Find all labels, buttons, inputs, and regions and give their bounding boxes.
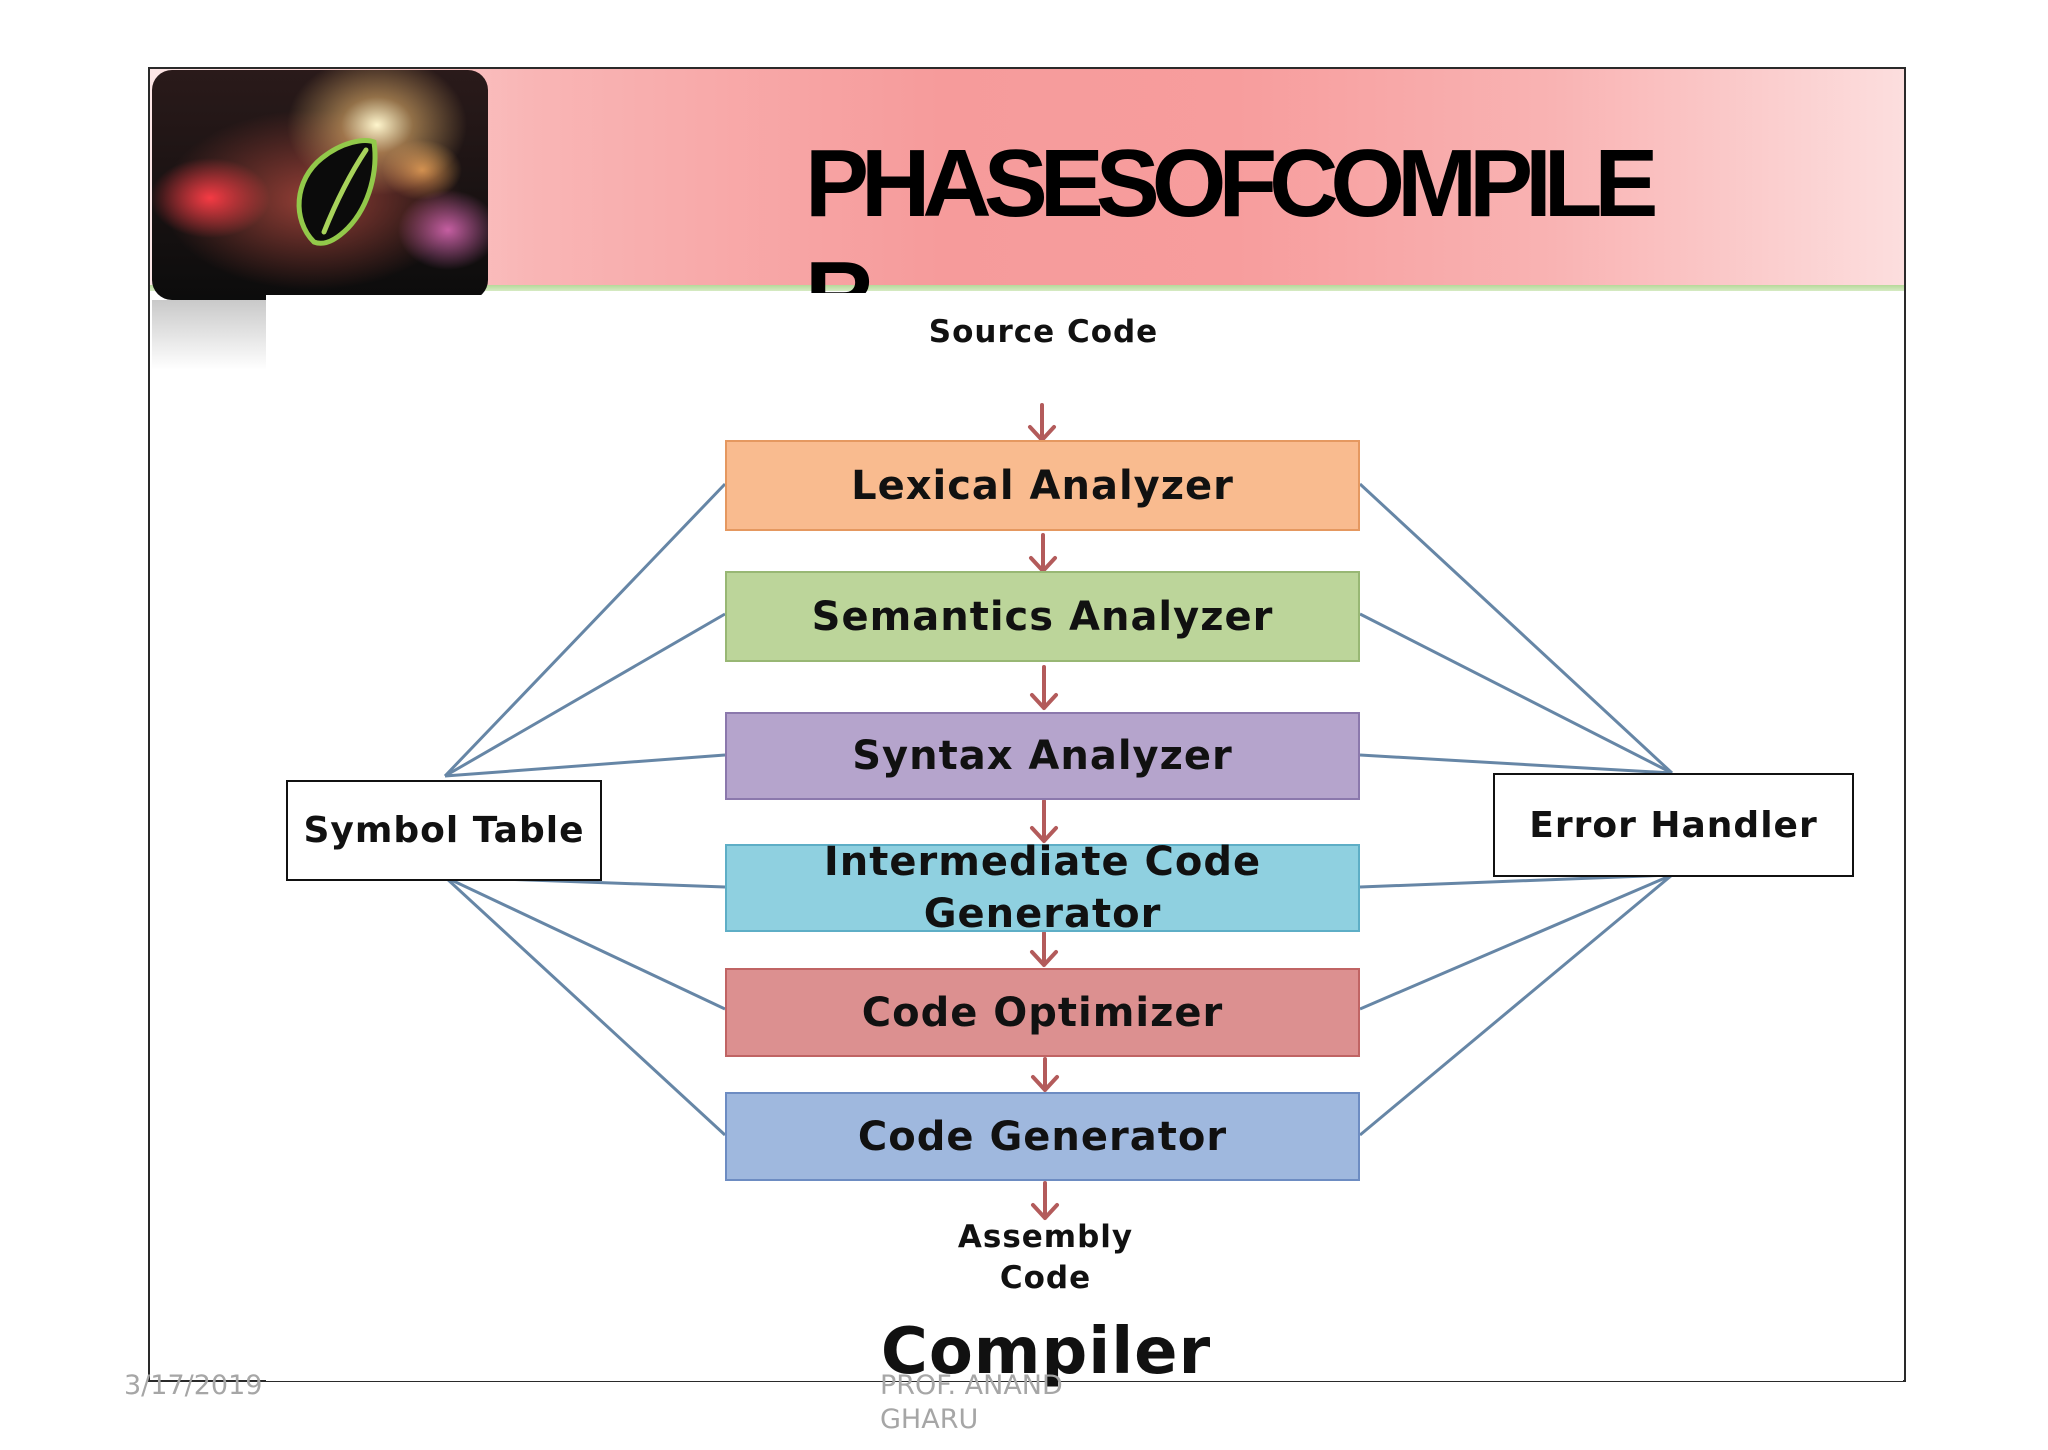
- connector-error-optimizer: [1360, 875, 1672, 1009]
- connector-error-generator: [1360, 875, 1672, 1135]
- phase-lexical-analyzer: Lexical Analyzer: [725, 440, 1360, 531]
- flow-arrow-down-icon: [1031, 535, 1055, 571]
- footer-date: 3/17/2019: [124, 1369, 262, 1403]
- connector-symbol-generator: [445, 877, 725, 1135]
- source-code-label: Source Code: [926, 312, 1161, 353]
- connector-error-syntax: [1360, 755, 1672, 773]
- assembly-code-label: Assembly Code: [918, 1217, 1173, 1299]
- connector-symbol-optimizer: [445, 877, 725, 1009]
- logo-reflection: [152, 300, 268, 370]
- flow-arrow-down-icon: [1033, 1183, 1057, 1218]
- phase-semantics-analyzer: Semantics Analyzer: [725, 571, 1360, 662]
- leaf-logo-icon: [152, 70, 488, 300]
- connector-symbol-semantics: [445, 614, 725, 776]
- compiler-phases-diagram: Source Code Lexical Analyzer Semantics A…: [266, 295, 1903, 1381]
- symbol-table-box: Symbol Table: [286, 780, 602, 881]
- connector-symbol-syntax: [445, 755, 725, 776]
- error-handler-box: Error Handler: [1493, 773, 1854, 877]
- flow-arrow-down-icon: [1033, 1059, 1057, 1090]
- flow-arrow-down-icon: [1032, 801, 1056, 841]
- phase-code-optimizer: Code Optimizer: [725, 968, 1360, 1057]
- connector-error-lexical: [1360, 484, 1672, 773]
- phase-code-generator: Code Generator: [725, 1092, 1360, 1181]
- slide-title: PHASESOFCOMPILER: [805, 128, 1705, 293]
- flow-arrow-down-icon: [1030, 405, 1054, 440]
- phase-syntax-analyzer: Syntax Analyzer: [725, 712, 1360, 800]
- connector-symbol-lexical: [445, 484, 725, 776]
- footer-author: PROF. ANAND GHARU: [880, 1369, 1120, 1437]
- logo-image: [152, 70, 488, 300]
- phase-intermediate-code-generator: Intermediate Code Generator: [725, 844, 1360, 932]
- connector-error-semantics: [1360, 614, 1672, 773]
- flow-arrow-down-icon: [1032, 667, 1056, 708]
